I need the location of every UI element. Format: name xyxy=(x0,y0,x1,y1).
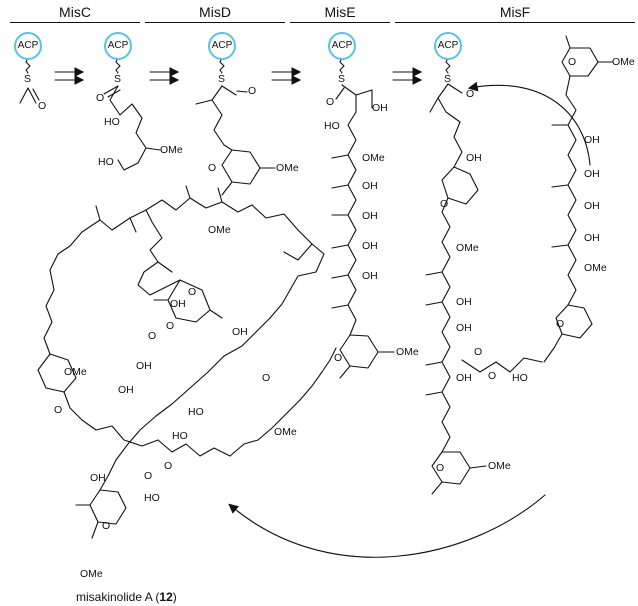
carbonyl-o-misc-end: O xyxy=(96,92,105,104)
hydroxyl-label-misc-1: HO xyxy=(104,116,120,128)
carbonyl-o-misf-ester: O xyxy=(488,370,497,382)
methoxy-label-misd: OMe xyxy=(276,162,299,174)
carbonyl-o-mise: O xyxy=(326,96,335,108)
carbonyl-o-misd: O xyxy=(248,85,257,97)
header-misd: MisD xyxy=(199,4,231,20)
methoxy-label-misf-4: OMe xyxy=(584,262,607,274)
hydroxyl-label-ring-8: HO xyxy=(144,492,160,504)
header-mise: MisE xyxy=(324,4,356,20)
header-rule-misf xyxy=(395,22,635,23)
carbonyl-o-ring-1: O xyxy=(166,320,175,332)
methoxy-label-misc: OMe xyxy=(160,144,183,156)
methoxy-label-mise: OMe xyxy=(362,152,385,164)
methoxy-label-mise-2: OMe xyxy=(396,346,419,358)
pyran-o-misf-1: O xyxy=(440,198,449,210)
hydroxyl-label-ring-2: OH xyxy=(232,326,248,338)
step-arrows xyxy=(54,67,423,85)
ester-o-ring-1: O xyxy=(148,330,157,342)
acp-misc-end: ACP xyxy=(104,32,132,60)
hydroxyl-label-misf-3: OH xyxy=(456,322,472,334)
hydroxyl-label-misf-2: OH xyxy=(456,296,472,308)
product-number: 12 xyxy=(159,590,173,604)
header-rule-mise xyxy=(290,22,390,23)
hydroxyl-label-misf-9: OH xyxy=(584,232,600,244)
hydroxyl-label-ring-6: HO xyxy=(172,430,188,442)
methoxy-label-ring-2: OMe xyxy=(64,366,87,378)
hydroxyl-label-misf-1: OH xyxy=(466,152,482,164)
product-name: misakinolide A xyxy=(76,590,153,604)
thioester-s-misc-start: S xyxy=(24,73,32,85)
pyran-o-ring-1: O xyxy=(188,286,197,298)
pyran-o-misf-3: O xyxy=(568,56,577,68)
methoxy-label-ring-3: OMe xyxy=(274,426,297,438)
hydroxyl-label-ring-1: OH xyxy=(170,298,186,310)
acp-misd: ACP xyxy=(208,32,236,60)
hydroxyl-label-mise-4: OH xyxy=(362,210,378,222)
methoxy-label-misf-1: OMe xyxy=(456,242,479,254)
pyran-o-misf-4: O xyxy=(556,318,565,330)
pyran-o-mise: O xyxy=(334,352,343,364)
hydroxyl-label-mise-6: OH xyxy=(362,270,378,282)
ester-o-misf: O xyxy=(474,346,483,358)
thioester-s-mise: S xyxy=(338,73,346,85)
hydroxyl-label-misf-6: OH xyxy=(584,134,600,146)
hydroxyl-label-misf-8: OH xyxy=(584,200,600,212)
carbonyl-o-misc-start: O xyxy=(38,100,47,112)
hydroxyl-label-misf-4: OH xyxy=(456,372,472,384)
product-caption: misakinolide A (12) xyxy=(76,590,177,604)
methoxy-label-misf-2: OMe xyxy=(488,460,511,472)
header-rule-misc xyxy=(10,22,140,23)
hydroxyl-label-ring-4: OH xyxy=(118,384,134,396)
acp-misc-start: ACP xyxy=(14,32,42,60)
acp-mise: ACP xyxy=(328,32,356,60)
carbonyl-o-ring-2: O xyxy=(144,470,153,482)
pyran-o-misd: O xyxy=(208,162,217,174)
hydroxyl-label-misf-7: OH xyxy=(584,168,600,180)
methoxy-label-ring-1: OMe xyxy=(208,224,231,236)
header-rule-misd xyxy=(145,22,285,23)
hydroxyl-label-mise-5: OH xyxy=(362,240,378,252)
methoxy-label-misf-3: OMe xyxy=(612,56,635,68)
hydroxyl-label-misf-5: HO xyxy=(512,372,528,384)
header-misf: MisF xyxy=(499,4,531,20)
methoxy-label-ring-4: OMe xyxy=(80,568,103,580)
ester-o-ring-2: O xyxy=(164,460,173,472)
hydroxyl-label-ring-3: OH xyxy=(136,360,152,372)
hydroxyl-label-ring-7: OH xyxy=(90,472,106,484)
hydroxyl-label-mise-3: OH xyxy=(362,180,378,192)
header-misc: MisC xyxy=(59,4,91,20)
acp-misf: ACP xyxy=(434,32,462,60)
hydroxyl-label-ring-5: HO xyxy=(188,406,204,418)
pyran-o-ring-3: O xyxy=(54,404,63,416)
hydroxyl-label-mise-2: HO xyxy=(324,120,340,132)
thioester-s-misf: S xyxy=(444,73,452,85)
thioester-s-misc-end: S xyxy=(114,73,122,85)
hydroxyl-label-mise-1: OH xyxy=(372,102,388,114)
hydroxyl-label-misc-2: HO xyxy=(98,156,114,168)
pyran-o-ring-2: O xyxy=(262,372,271,384)
thioester-s-misd: S xyxy=(218,73,226,85)
carbonyl-o-misf: O xyxy=(466,88,475,100)
pyran-o-misf-2: O xyxy=(436,462,445,474)
pyran-o-ring-4: O xyxy=(102,520,111,532)
